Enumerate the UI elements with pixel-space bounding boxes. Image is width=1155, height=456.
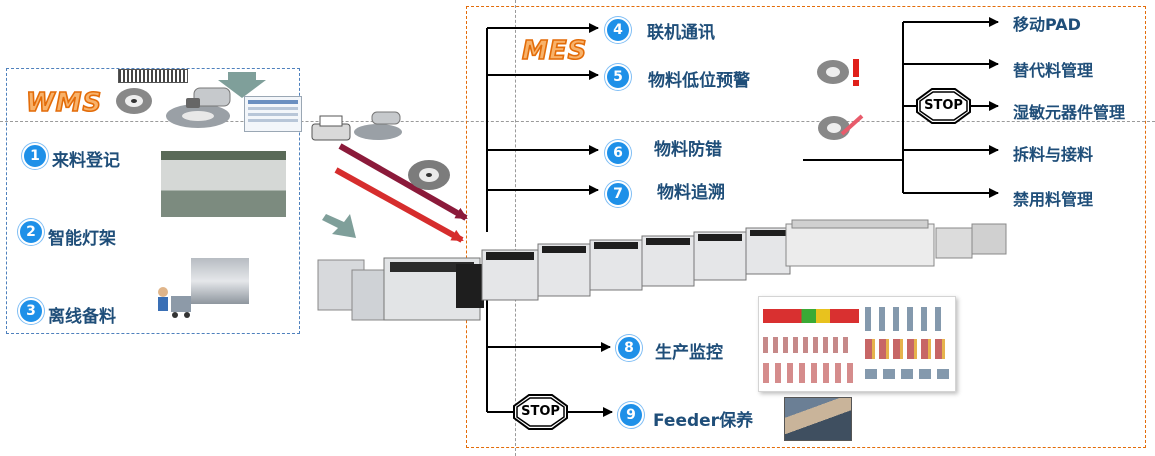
guide-line-horizontal bbox=[0, 121, 1155, 122]
mes-item-label-9: Feeder保养 bbox=[653, 411, 754, 431]
reflow-oven bbox=[785, 219, 935, 267]
step-badge-6: 6 bbox=[605, 140, 631, 166]
printer-icon bbox=[308, 114, 354, 144]
wms-title: WMS bbox=[25, 87, 103, 119]
step-badge-4: 4 bbox=[605, 17, 631, 43]
data-flow-arrows bbox=[334, 143, 468, 243]
mes-item-label-7: 物料追溯 bbox=[657, 183, 725, 203]
branch-label-moisture-sensitive: 湿敏元器件管理 bbox=[1013, 103, 1126, 122]
monitoring-dashboard-thumbnail bbox=[758, 296, 956, 392]
loader-machine bbox=[317, 259, 393, 321]
step-badge-2: 2 bbox=[18, 219, 44, 245]
branch-label-substitute-material: 替代料管理 bbox=[1013, 61, 1094, 80]
step-badge-3: 3 bbox=[18, 298, 44, 324]
mounter-top-bands bbox=[486, 230, 786, 260]
mes-item-label-8: 生产监控 bbox=[655, 343, 723, 363]
wms-item-label-2: 智能灯架 bbox=[48, 229, 116, 249]
mes-panel bbox=[466, 6, 1146, 448]
software-screenshot bbox=[244, 96, 302, 132]
guide-line-vertical bbox=[515, 0, 516, 456]
step-badge-5: 5 bbox=[605, 64, 631, 90]
wms-panel bbox=[6, 68, 300, 334]
mes-item-label-6: 物料防错 bbox=[654, 140, 722, 160]
step-badge-9: 9 bbox=[618, 402, 644, 428]
mes-item-label-5: 物料低位预警 bbox=[648, 71, 750, 91]
unloader-machine bbox=[935, 223, 1007, 259]
stop-sign-label: STOP bbox=[521, 404, 560, 419]
reel-icon bbox=[406, 158, 452, 192]
stop-sign-icon: STOP bbox=[916, 88, 971, 124]
barcode-icon bbox=[118, 69, 188, 83]
wms-item-label-1: 来料登记 bbox=[52, 151, 120, 171]
line-feed-arrow bbox=[322, 214, 356, 238]
wms-item-label-3: 离线备料 bbox=[48, 307, 116, 327]
stop-sign-label: STOP bbox=[924, 98, 963, 113]
low-level-warning-icon bbox=[815, 56, 865, 88]
step-badge-7: 7 bbox=[605, 181, 631, 207]
step-badge-1: 1 bbox=[22, 143, 48, 169]
mes-item-label-4: 联机通讯 bbox=[647, 23, 715, 43]
smart-rack-photo bbox=[191, 258, 249, 304]
feeder-maintenance-photo bbox=[784, 397, 852, 441]
branch-label-split-splice: 拆料与接料 bbox=[1013, 145, 1094, 164]
mes-trunk-connector bbox=[486, 23, 613, 417]
wms-down-arrow bbox=[218, 72, 266, 98]
mes-title: MES bbox=[521, 35, 588, 67]
scanner-icon bbox=[350, 108, 408, 142]
smt-production-line bbox=[316, 198, 1016, 328]
mounter-machines bbox=[481, 227, 791, 301]
mismatch-error-icon bbox=[816, 110, 866, 144]
branch-label-disabled-material: 禁用料管理 bbox=[1013, 190, 1094, 209]
warehouse-photo bbox=[161, 151, 286, 217]
scanner-icon bbox=[160, 82, 240, 134]
reel-icon bbox=[114, 86, 154, 116]
stop-sign-icon: STOP bbox=[513, 394, 568, 430]
printer-machine bbox=[383, 257, 484, 321]
operator-cart-icon bbox=[153, 284, 195, 320]
step-badge-8: 8 bbox=[616, 335, 642, 361]
branch-label-mobile-pad: 移动PAD bbox=[1013, 15, 1081, 34]
branch-connector bbox=[803, 17, 999, 198]
